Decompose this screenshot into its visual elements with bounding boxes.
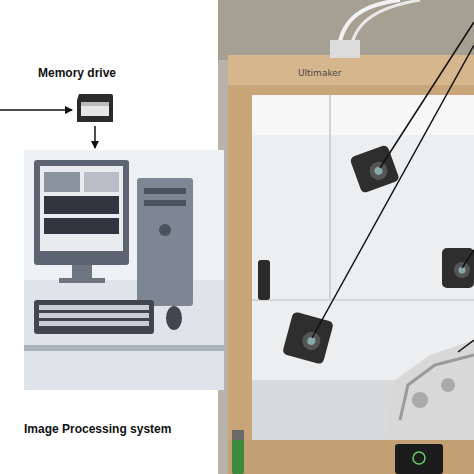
sd-card-icon — [75, 92, 115, 124]
node-label: Memory drive — [38, 66, 172, 80]
computer-icon — [24, 150, 224, 422]
leader-line — [380, 22, 474, 168]
leader-line — [462, 250, 474, 268]
image-processing-node: Image Processing system — [24, 150, 228, 436]
brand-label: Ultimaker — [298, 68, 342, 78]
flow-arrow — [94, 126, 96, 148]
memory-drive-node: Memory drive — [38, 66, 172, 124]
leader-line — [312, 45, 474, 338]
node-label: Image Processing system — [24, 422, 228, 436]
input-arrow — [0, 109, 72, 111]
leader-line — [458, 340, 474, 352]
